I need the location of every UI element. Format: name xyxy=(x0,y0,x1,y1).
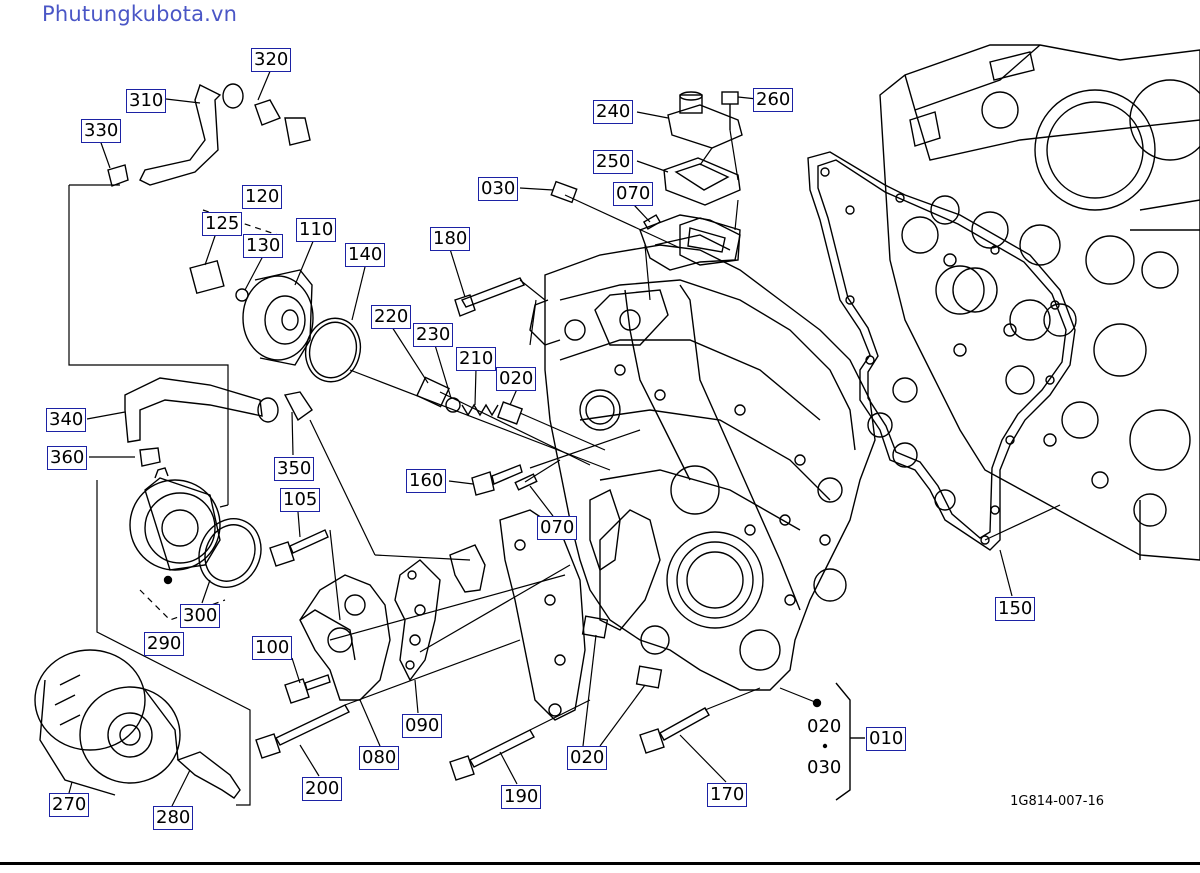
callout-200: 200 xyxy=(302,777,343,801)
callout-250: 250 xyxy=(593,150,634,174)
callout-220: 220 xyxy=(371,305,412,329)
callout-125: 125 xyxy=(202,212,243,236)
callout-020-upper: 020 xyxy=(496,367,537,391)
drawing-reference: 1G814-007-16 xyxy=(1010,794,1104,809)
callout-080: 080 xyxy=(359,746,400,770)
callout-120: 120 xyxy=(242,185,283,209)
callout-340: 340 xyxy=(46,408,87,432)
oil-cooler-bracket xyxy=(299,544,486,701)
callout-130: 130 xyxy=(243,234,284,258)
callout-330: 330 xyxy=(81,119,122,143)
gear-case xyxy=(394,214,876,721)
callout-270: 270 xyxy=(49,793,90,817)
callout-350: 350 xyxy=(274,457,315,481)
callout-170: 170 xyxy=(707,783,748,807)
filter-head xyxy=(189,259,362,383)
callout-290: 290 xyxy=(144,632,185,656)
callout-190: 190 xyxy=(501,785,542,809)
gasket-150 xyxy=(807,151,1076,551)
callout-140: 140 xyxy=(345,243,386,267)
callout-090: 090 xyxy=(402,714,443,738)
callout-010: 010 xyxy=(866,727,907,751)
fasteners xyxy=(176,180,710,799)
callout-210: 210 xyxy=(456,347,497,371)
bottom-border xyxy=(0,862,1200,865)
callout-110: 110 xyxy=(296,218,337,242)
callout-160: 160 xyxy=(406,469,447,493)
leader-lines xyxy=(68,68,1061,807)
callout-320: 320 xyxy=(251,48,292,72)
cylinder-block xyxy=(879,44,1200,561)
callout-105: 105 xyxy=(280,488,321,512)
callout-230: 230 xyxy=(413,323,454,347)
callout-280: 280 xyxy=(153,806,194,830)
callout-310: 310 xyxy=(126,89,167,113)
assembly-item-030: 030 xyxy=(807,757,842,778)
hoses xyxy=(107,83,313,467)
callout-360: 360 xyxy=(47,446,88,470)
callout-240: 240 xyxy=(593,100,634,124)
callout-100: 100 xyxy=(252,636,293,660)
assembly-bracket-010 xyxy=(163,575,865,801)
callout-180: 180 xyxy=(430,227,471,251)
oil-cooler xyxy=(129,467,262,588)
callout-070-top: 070 xyxy=(613,182,654,206)
assembly-item-020: 020 xyxy=(807,716,842,737)
callout-150: 150 xyxy=(995,597,1036,621)
oil-filter xyxy=(34,649,181,796)
callout-020-lower: 020 xyxy=(567,746,608,770)
callout-260: 260 xyxy=(753,88,794,112)
watermark: Phutungkubota.vn xyxy=(42,2,238,26)
callout-070-lower: 070 xyxy=(537,516,578,540)
callout-030: 030 xyxy=(478,177,519,201)
callout-300: 300 xyxy=(180,604,221,628)
top-cover-parts xyxy=(663,91,743,266)
